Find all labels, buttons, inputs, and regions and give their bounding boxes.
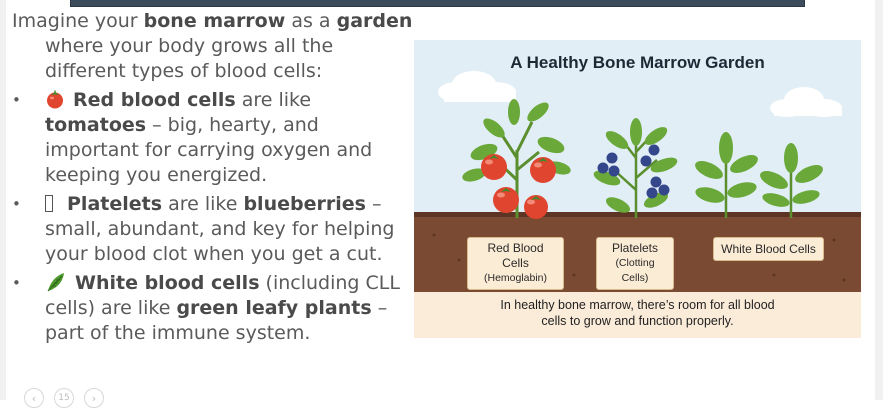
leafy-plant-right — [760, 143, 823, 218]
cloud-left — [438, 71, 516, 102]
label-main: Platelets — [611, 241, 659, 255]
intro-text-rest: where your body grows all the different … — [45, 35, 334, 82]
bullet-white-blood-cells: • White blood cells (including CLL cells… — [12, 271, 414, 346]
intro-paragraph: Imagine your bone marrow as a garden whe… — [12, 9, 414, 84]
bullet-platelets: • Platelets are like blueberries – small… — [12, 192, 414, 267]
missing-glyph-icon — [45, 195, 53, 212]
slide-text: Imagine your bone marrow as a garden whe… — [12, 9, 414, 346]
bullet-bold: White blood cells — [75, 272, 260, 294]
label-main: White Blood Cells — [721, 242, 816, 256]
bullet-text: (including CLL cells) are like — [45, 272, 400, 319]
caption-line-2: cells to grow and function properly. — [541, 314, 734, 328]
illustration-title: A Healthy Bone Marrow Garden — [510, 53, 765, 72]
caption-panel — [414, 292, 861, 338]
bullet-dot: • — [12, 91, 21, 109]
intro-bold-garden: garden — [336, 10, 413, 32]
bullet-bold-2: green leafy plants — [176, 297, 372, 319]
bone-marrow-garden-illustration: A Healthy Bone Marrow Garden Red Blood C… — [414, 40, 861, 338]
bullet-red-blood-cells: • Red blood cells are like tomatoes – bi… — [12, 88, 414, 188]
leafy-plant-left — [695, 132, 758, 218]
bullet-dot: • — [12, 195, 21, 213]
page-number-badge: 15 — [54, 388, 74, 408]
label-sub: (Clotting Cells) — [615, 257, 655, 284]
intro-bold-bone-marrow: bone marrow — [143, 10, 286, 32]
caption-line-1: In healthy bone marrow, there’s room for… — [500, 298, 775, 312]
page-right-edge — [875, 0, 883, 400]
bullet-text: are like — [235, 89, 312, 111]
bullet-bold: Red blood cells — [73, 89, 236, 111]
soil-edge — [414, 212, 861, 217]
cloud-right — [770, 87, 842, 117]
tomato-plant — [462, 99, 571, 219]
bullet-bold-2: tomatoes — [45, 114, 147, 136]
tomato-icon — [47, 90, 63, 109]
blueberry-plant — [593, 118, 678, 218]
bullet-list: • Red blood cells are like tomatoes – bi… — [12, 88, 414, 346]
bullet-bold: Platelets — [67, 193, 163, 215]
bullet-text-rest: – part of the immune system. — [45, 297, 388, 344]
prev-slide-button[interactable]: ‹ — [24, 388, 44, 408]
bullet-dot: • — [12, 274, 21, 292]
leafy-green-icon — [47, 273, 64, 292]
label-main: Red Blood Cells — [487, 241, 544, 270]
label-red-blood-cells: Red Blood Cells (Hemoglabin) — [467, 237, 564, 290]
label-white-blood-cells: White Blood Cells — [713, 237, 824, 261]
next-slide-button[interactable]: › — [84, 388, 104, 408]
bullet-text: are like — [162, 193, 244, 215]
intro-text-mid: as a — [285, 10, 337, 32]
label-sub: (Hemoglabin) — [483, 272, 548, 284]
bullet-text-rest: – small, abundant, and key for helping y… — [45, 193, 395, 265]
illustration-caption: In healthy bone marrow, there’s room for… — [414, 297, 861, 329]
bullet-bold-2: blueberries — [243, 193, 366, 215]
top-banner-bar — [70, 0, 805, 7]
page-left-edge — [0, 0, 6, 400]
label-platelets: Platelets (Clotting Cells) — [596, 237, 674, 290]
bullet-text-rest: – big, hearty, and important for carryin… — [45, 114, 373, 186]
intro-text: Imagine your — [12, 10, 144, 32]
